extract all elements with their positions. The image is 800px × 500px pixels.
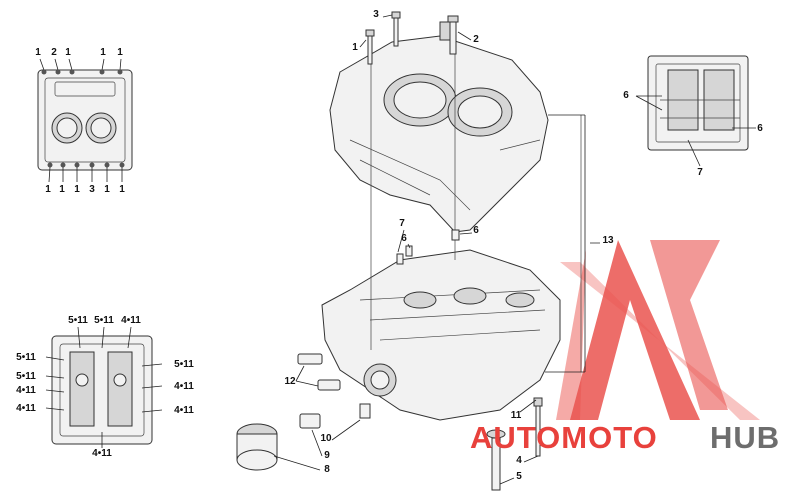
callout-label: 11 — [511, 410, 522, 421]
oil-filter-8 — [236, 423, 321, 471]
callout-label: 4•11 — [174, 405, 194, 416]
watermark-brand-part1: AUTOMOTO — [470, 420, 658, 455]
watermark-text: AUTOMOTO HUB — [470, 420, 780, 455]
callout-label: 1 — [352, 42, 358, 53]
callout-label: 13 — [602, 235, 614, 246]
callout-label: 5•11 — [16, 371, 36, 382]
callout-label: 1 — [45, 184, 51, 195]
crankcase-bottom-view — [45, 326, 163, 448]
callout-label: 1 — [59, 184, 65, 195]
callout-label: 2 — [473, 34, 479, 45]
bolt-2 — [447, 15, 472, 55]
callout-label: 5•11 — [94, 315, 114, 326]
callout-label: 5•11 — [16, 352, 36, 363]
callout-label: 7 — [399, 218, 405, 229]
callout-label: 1 — [35, 47, 41, 58]
callout-label: 4•11 — [16, 403, 36, 414]
crankcase-side-view — [635, 55, 756, 167]
callout-label: 1 — [65, 47, 71, 58]
callout-label: 1 — [119, 184, 125, 195]
callout-label: 4•11 — [174, 381, 194, 392]
fitting-9 — [299, 413, 323, 457]
callout-label: 3 — [89, 184, 95, 195]
callout-label: 7 — [697, 167, 703, 178]
callout-label: 1 — [104, 184, 110, 195]
callout-label: 4•11 — [92, 448, 112, 459]
callout-label: 10 — [320, 433, 332, 444]
callout-label: 1 — [74, 184, 80, 195]
callout-label: 6 — [401, 233, 407, 244]
callout-label: 6 — [623, 90, 629, 101]
callout-label: 1 — [117, 47, 123, 58]
bolt-1 — [359, 29, 375, 65]
callout-label: 5•11 — [68, 315, 88, 326]
callout-label: 3 — [373, 9, 379, 20]
watermark-logo — [556, 240, 760, 420]
callout-label: 4 — [516, 455, 522, 466]
watermark-brand-part2: HUB — [710, 420, 780, 455]
crankcase-top-view — [37, 58, 133, 183]
callout-label: 4•11 — [16, 385, 36, 396]
callout-label: 6 — [473, 225, 479, 236]
plugs-12 — [295, 353, 341, 391]
lower-crankcase — [321, 249, 561, 421]
callout-label: 9 — [324, 450, 330, 461]
callout-label: 5•11 — [174, 359, 194, 370]
dowel-pins — [396, 229, 473, 265]
callout-label: 5 — [516, 471, 522, 482]
callout-label: 6 — [757, 123, 763, 134]
sensor-10 — [331, 403, 371, 441]
callout-label: 8 — [324, 464, 330, 475]
callout-label: 1 — [100, 47, 106, 58]
callout-label: 12 — [284, 376, 296, 387]
upper-crankcase — [329, 21, 549, 233]
callout-label: 4•11 — [121, 315, 141, 326]
callout-label: 2 — [51, 47, 57, 58]
bolt-3 — [382, 11, 401, 47]
bolt-5 — [486, 429, 515, 491]
bolt-4 — [523, 397, 543, 463]
